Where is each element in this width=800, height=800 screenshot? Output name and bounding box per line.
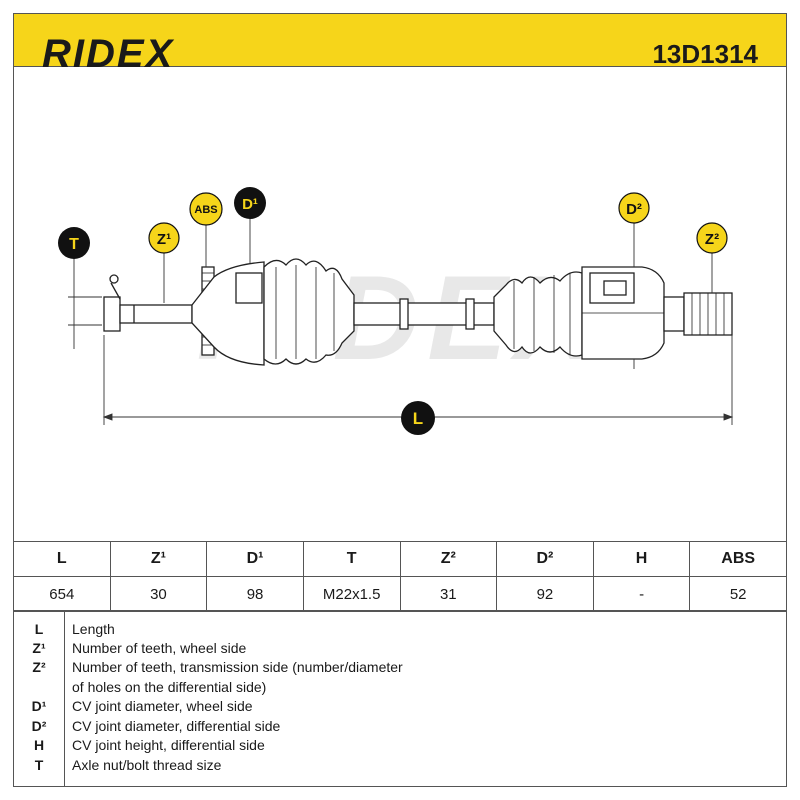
value-t: M22x1.5 bbox=[302, 576, 401, 612]
shaft-outline bbox=[103, 258, 733, 366]
svg-text:Z²: Z² bbox=[705, 231, 719, 248]
axle-nut bbox=[103, 296, 121, 332]
legend-key: D¹ bbox=[31, 698, 47, 714]
svg-text:D¹: D¹ bbox=[242, 196, 258, 213]
col-header-d2: D² bbox=[496, 541, 594, 577]
legend-desc: Number of teeth, transmission side (numb… bbox=[72, 659, 403, 675]
legend-desc: CV joint diameter, differential side bbox=[72, 718, 281, 734]
legend-panel: L Length Z¹ Number of teeth, wheel side … bbox=[13, 610, 787, 787]
svg-text:D²: D² bbox=[626, 201, 642, 218]
inner-boot bbox=[493, 271, 583, 357]
legend-key: Z² bbox=[32, 659, 46, 675]
legend-divider bbox=[64, 611, 65, 786]
legend-desc: Axle nut/bolt thread size bbox=[72, 757, 222, 773]
svg-text:Z¹: Z¹ bbox=[157, 231, 171, 248]
part-number: 13D1314 bbox=[652, 39, 758, 69]
legend-key: L bbox=[34, 621, 44, 637]
driveshaft-drawing: RIDEX bbox=[58, 187, 734, 435]
legend-desc: CV joint diameter, wheel side bbox=[72, 698, 253, 714]
col-header-t: T bbox=[302, 541, 401, 577]
badge-d2: D² bbox=[618, 192, 650, 224]
legend-desc: Number of teeth, wheel side bbox=[72, 640, 247, 656]
col-header-abs: ABS bbox=[689, 541, 787, 577]
value-h: - bbox=[592, 576, 691, 612]
legend-key: D² bbox=[31, 718, 47, 734]
col-header-h: H bbox=[592, 541, 691, 577]
legend-key: Z¹ bbox=[32, 640, 46, 656]
brand-logo: RIDEX bbox=[42, 32, 175, 76]
legend-desc: CV joint height, differential side bbox=[72, 737, 265, 753]
header-bar: RIDEX 13D1314 bbox=[13, 13, 787, 76]
col-header-z2: Z² bbox=[399, 541, 498, 577]
badge-z1: Z¹ bbox=[148, 222, 180, 254]
badge-z2: Z² bbox=[696, 222, 728, 254]
badge-t: T bbox=[58, 227, 90, 259]
page-frame bbox=[13, 13, 787, 787]
col-header-d1: D¹ bbox=[206, 541, 304, 577]
col-header-z1: Z¹ bbox=[109, 541, 208, 577]
legend-key: T bbox=[34, 757, 44, 773]
badge-l: L bbox=[401, 401, 435, 435]
outer-boot bbox=[263, 258, 355, 365]
outer-cv-housing bbox=[191, 261, 265, 366]
specs-value-row: 654 30 98 M22x1.5 31 92 - 52 bbox=[13, 576, 787, 612]
legend-desc: Length bbox=[72, 621, 115, 637]
svg-text:L: L bbox=[413, 409, 423, 428]
specs-table: L Z¹ D¹ T Z² D² H ABS 654 30 98 M22x1.5 … bbox=[13, 541, 787, 612]
value-d2: 92 bbox=[496, 576, 594, 612]
legend-desc: of holes on the differential side) bbox=[72, 679, 267, 695]
value-d1: 98 bbox=[206, 576, 304, 612]
value-z1: 30 bbox=[109, 576, 208, 612]
svg-text:T: T bbox=[69, 236, 79, 253]
badge-d1: D¹ bbox=[234, 187, 266, 219]
value-l: 654 bbox=[13, 576, 111, 612]
col-header-l: L bbox=[13, 541, 111, 577]
specs-header-row: L Z¹ D¹ T Z² D² H ABS bbox=[13, 541, 787, 577]
value-z2: 31 bbox=[399, 576, 498, 612]
svg-text:ABS: ABS bbox=[194, 204, 217, 216]
badge-abs: ABS bbox=[189, 192, 223, 226]
value-abs: 52 bbox=[689, 576, 787, 612]
legend-key: H bbox=[33, 737, 45, 753]
cotter-pin bbox=[109, 274, 119, 284]
